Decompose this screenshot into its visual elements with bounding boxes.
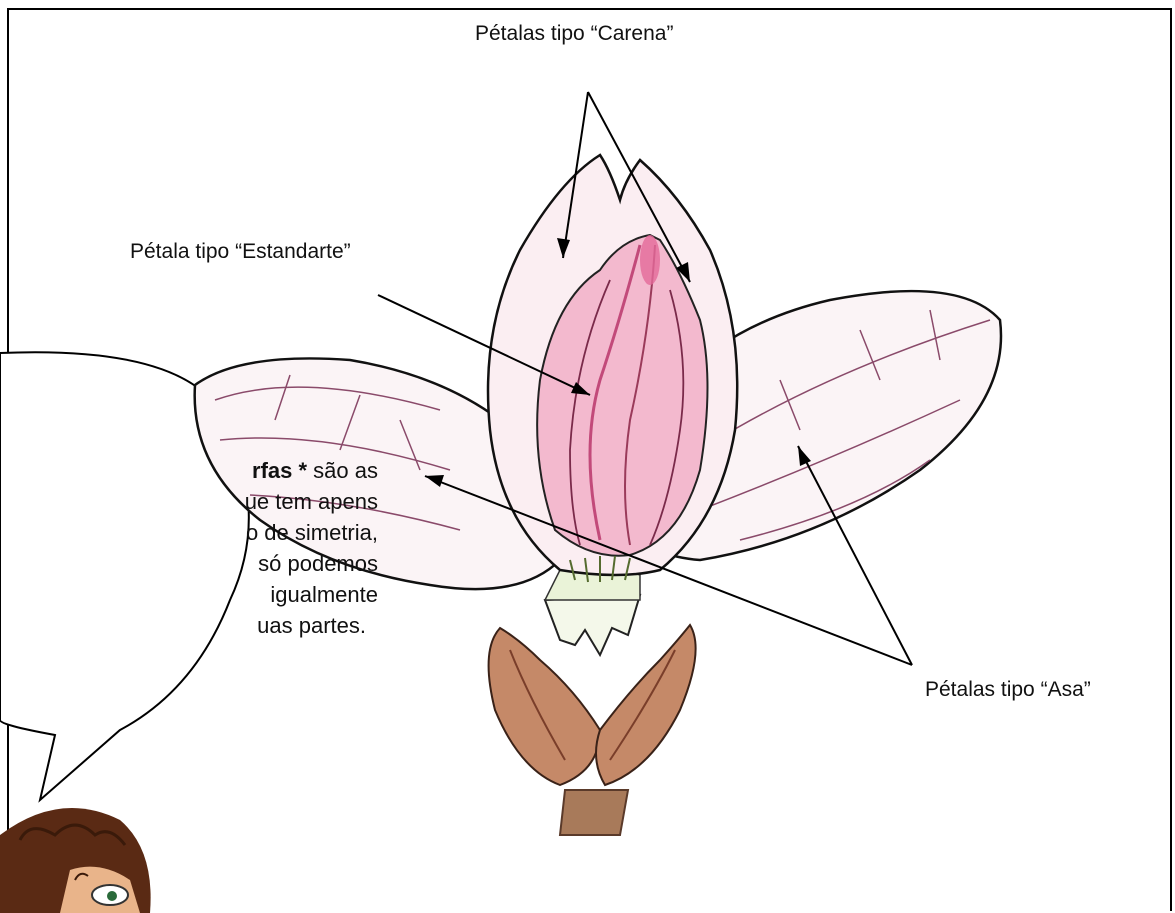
sepals [489, 625, 696, 785]
label-carena: Pétalas tipo “Carena” [475, 22, 673, 46]
bubble-line-1: rfas * são as [252, 455, 378, 486]
bubble-line-2: ue tem apens [245, 486, 378, 517]
girl-avatar [0, 808, 151, 913]
bubble-line-1-rest: são as [307, 458, 378, 483]
bubble-line-4: só podemos [258, 548, 378, 579]
label-asa: Pétalas tipo “Asa” [925, 678, 1091, 702]
bubble-line-5: igualmente [270, 579, 378, 610]
label-estandarte: Pétala tipo “Estandarte” [130, 240, 351, 264]
bubble-line-1-bold: rfas * [252, 458, 307, 483]
bubble-line-6: uas partes. [257, 610, 366, 641]
bubble-line-3: o de simetria, [246, 517, 378, 548]
stem [560, 790, 628, 835]
